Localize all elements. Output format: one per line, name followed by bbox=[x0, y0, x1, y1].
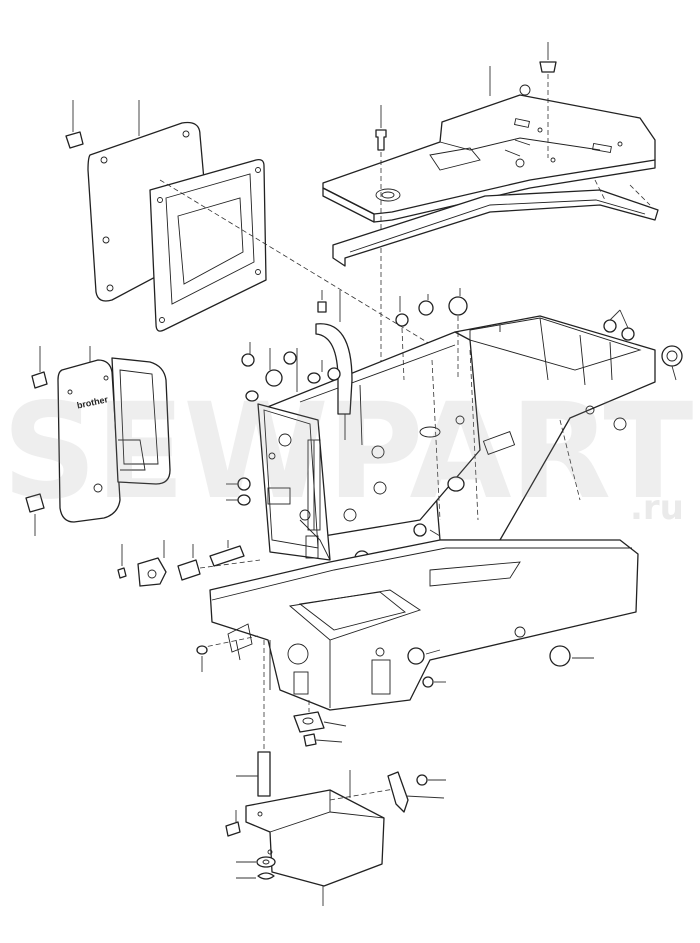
cap-plug bbox=[539, 42, 557, 158]
top-cover-plate bbox=[322, 84, 656, 223]
screw bbox=[375, 105, 387, 400]
bed-base bbox=[199, 539, 639, 711]
thread-take-up-cover bbox=[315, 290, 353, 415]
dashed-line bbox=[159, 179, 441, 351]
oil-caps bbox=[241, 288, 683, 402]
arm-casting bbox=[257, 315, 656, 561]
face-cover-gasket bbox=[111, 357, 171, 485]
belt-cover-bracket bbox=[387, 771, 446, 813]
base-plugs bbox=[196, 645, 594, 688]
rear-cover-gasket bbox=[149, 158, 267, 332]
hinge-block bbox=[293, 700, 347, 747]
hinge-parts bbox=[117, 540, 261, 587]
top-gasket bbox=[332, 179, 659, 267]
hinge-shaft bbox=[236, 640, 271, 797]
screw-washer-set bbox=[225, 810, 276, 880]
belt-cover bbox=[245, 770, 401, 906]
face-cover: brother bbox=[31, 346, 121, 523]
rubber-plug bbox=[25, 493, 45, 536]
